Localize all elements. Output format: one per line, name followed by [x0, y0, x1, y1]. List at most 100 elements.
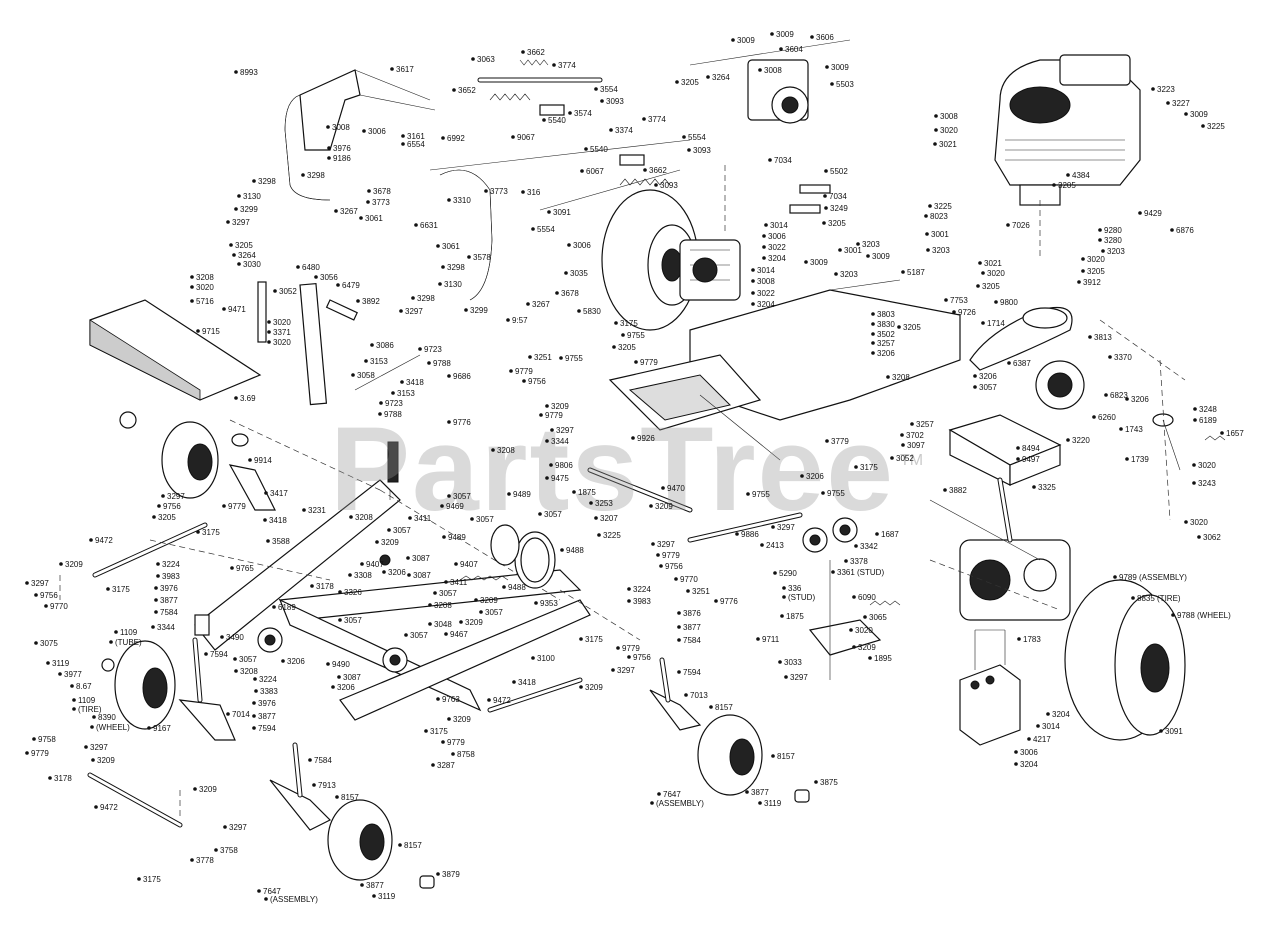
- part-callout-dot: [654, 183, 658, 187]
- part-callout-label: 3175: [860, 463, 878, 472]
- part-callout-label: 1657: [1226, 429, 1244, 438]
- part-callout-label: 3057: [410, 631, 428, 640]
- part-callout-dot: [784, 675, 788, 679]
- part-callout-label: 3001: [844, 246, 862, 255]
- part-callout-dot: [406, 556, 410, 560]
- part-callout-dot: [1131, 596, 1135, 600]
- part-callout-dot: [800, 474, 804, 478]
- part-callout-label: 3205: [1058, 181, 1076, 190]
- part-callout-dot: [751, 291, 755, 295]
- part-callout-label: 9755: [752, 490, 770, 499]
- part-callout-dot: [327, 156, 331, 160]
- part-callout-dot: [677, 638, 681, 642]
- part-callout-label: 3209: [465, 618, 483, 627]
- part-callout-dot: [507, 492, 511, 496]
- part-callout-label: 3325: [1038, 483, 1056, 492]
- part-callout-label: 3297: [617, 666, 635, 675]
- part-callout-label: 7034: [774, 156, 792, 165]
- part-callout-dot: [25, 751, 29, 755]
- deck-cover-plate: [89, 299, 262, 401]
- part-callout-label: 3912: [1083, 278, 1101, 287]
- part-callout-dot: [454, 562, 458, 566]
- part-callout-dot: [444, 580, 448, 584]
- part-callout-label: 3773: [372, 198, 390, 207]
- watermark-trademark: TM: [900, 452, 923, 469]
- part-callout-label: 1109: [120, 628, 138, 637]
- part-callout-dot: [232, 253, 236, 257]
- part-callout-label: 9779: [640, 358, 658, 367]
- part-callout-dot: [433, 591, 437, 595]
- part-callout-label: 3022: [768, 243, 786, 252]
- part-callout-label: 3020: [940, 126, 958, 135]
- part-callout-dot: [944, 298, 948, 302]
- part-callout-label: (TUBE): [115, 638, 142, 647]
- part-callout-dot: [631, 436, 635, 440]
- part-callout-dot: [773, 571, 777, 575]
- part-callout-label: 3091: [553, 208, 571, 217]
- part-callout-dot: [555, 291, 559, 295]
- part-callout-dot: [928, 204, 932, 208]
- part-callout-label: 8157: [404, 841, 422, 850]
- part-callout-dot: [981, 271, 985, 275]
- part-callout-dot: [1014, 750, 1018, 754]
- part-callout-label: 9770: [50, 602, 68, 611]
- part-callout-dot: [44, 604, 48, 608]
- part-callout-label: 3208: [196, 273, 214, 282]
- part-callout-dot: [926, 248, 930, 252]
- part-callout-label: 3803: [877, 310, 895, 319]
- part-callout-label: 3976: [333, 144, 351, 153]
- part-callout-dot: [190, 285, 194, 289]
- part-callout-dot: [549, 463, 553, 467]
- part-callout-label: 3892: [362, 297, 380, 306]
- part-callout-label: 6387: [1013, 359, 1031, 368]
- part-callout-dot: [810, 35, 814, 39]
- part-callout-dot: [545, 404, 549, 408]
- part-callout-dot: [502, 585, 506, 589]
- part-callout-dot: [521, 190, 525, 194]
- part-callout-dot: [222, 307, 226, 311]
- part-callout-label: 6631: [420, 221, 438, 230]
- part-callout-dot: [612, 345, 616, 349]
- part-callout-dot: [411, 296, 415, 300]
- part-callout-label: 9914: [254, 456, 272, 465]
- part-callout-dot: [484, 189, 488, 193]
- part-callout-label: 336: [788, 584, 802, 593]
- part-callout-label: (STUD): [788, 593, 815, 602]
- main-chassis-frame: [608, 279, 961, 461]
- part-callout-dot: [331, 685, 335, 689]
- part-callout-label: 9711: [762, 635, 780, 644]
- part-callout-dot: [545, 439, 549, 443]
- part-callout-label: 3773: [490, 187, 508, 196]
- part-callout-dot: [151, 625, 155, 629]
- part-callout-label: 9723: [385, 399, 403, 408]
- part-callout-dot: [745, 790, 749, 794]
- part-callout-dot: [1046, 712, 1050, 716]
- part-callout-dot: [627, 599, 631, 603]
- part-callout-dot: [804, 260, 808, 264]
- part-callout-label: 3779: [831, 437, 849, 446]
- pedal-pivot-assembly: [802, 517, 901, 680]
- part-callout-dot: [687, 148, 691, 152]
- part-callout-dot: [758, 68, 762, 72]
- part-callout-label: 316: [527, 188, 541, 197]
- part-callout-label: 9789 (ASSEMBLY): [1119, 573, 1187, 582]
- part-callout-label: 3097: [907, 441, 925, 450]
- part-callout-dot: [196, 329, 200, 333]
- part-callout-dot: [382, 570, 386, 574]
- part-callout-label: 9467: [450, 630, 468, 639]
- part-callout-label: 9475: [551, 474, 569, 483]
- part-callout-label: 3093: [693, 146, 711, 155]
- part-callout-label: 3206: [806, 472, 824, 481]
- part-callout-label: 3006: [573, 241, 591, 250]
- part-callout-label: 6480: [302, 263, 320, 272]
- part-callout-dot: [656, 553, 660, 557]
- part-callout-label: 3257: [877, 339, 895, 348]
- part-callout-label: 3008: [940, 112, 958, 121]
- part-callout-label: 1687: [881, 530, 899, 539]
- part-callout-label: 9788 (WHEEL): [1177, 611, 1231, 620]
- part-callout-label: 9472: [100, 803, 118, 812]
- part-callout-dot: [338, 618, 342, 622]
- center-springs: [379, 441, 509, 581]
